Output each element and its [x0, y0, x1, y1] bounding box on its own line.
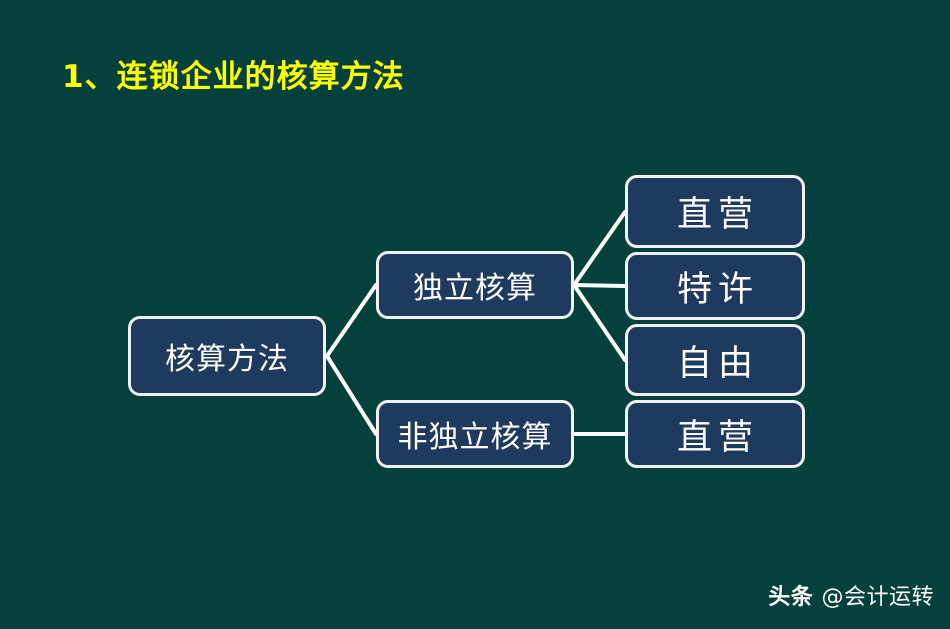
node-label: 直营	[676, 417, 759, 458]
node-independent-accounting[interactable]: 独立核算	[376, 251, 574, 319]
connector-independent-to-leaf-0	[572, 210, 627, 287]
node-leaf-franchise[interactable]: 特许	[625, 252, 805, 320]
connector-independent-to-leaf-2	[572, 283, 627, 362]
node-label: 独立核算	[413, 271, 537, 306]
connector-root-to-independent	[325, 283, 378, 358]
node-label: 直营	[676, 195, 759, 235]
node-leaf-direct-operation-nonindependent[interactable]: 直营	[625, 400, 805, 468]
node-label: 特许	[676, 269, 759, 310]
watermark-source-label: 头条	[768, 585, 814, 610]
node-label: 非独立核算	[397, 420, 553, 455]
connector-root-to-nonindependent	[325, 354, 378, 436]
watermark-handle: @会计运转	[821, 585, 934, 610]
watermark: 头条 @会计运转	[768, 579, 934, 611]
node-nonindependent-accounting[interactable]: 非独立核算	[376, 400, 574, 468]
connector-independent-to-leaf-1	[572, 283, 627, 288]
node-leaf-direct-operation-independent[interactable]: 直营	[625, 175, 805, 248]
node-root-accounting-method[interactable]: 核算方法	[128, 316, 326, 396]
page-title: 1、连锁企业的核算方法	[62, 59, 405, 95]
node-leaf-free[interactable]: 自由	[625, 324, 805, 396]
node-label: 自由	[676, 343, 759, 384]
node-label: 核算方法	[165, 342, 289, 377]
